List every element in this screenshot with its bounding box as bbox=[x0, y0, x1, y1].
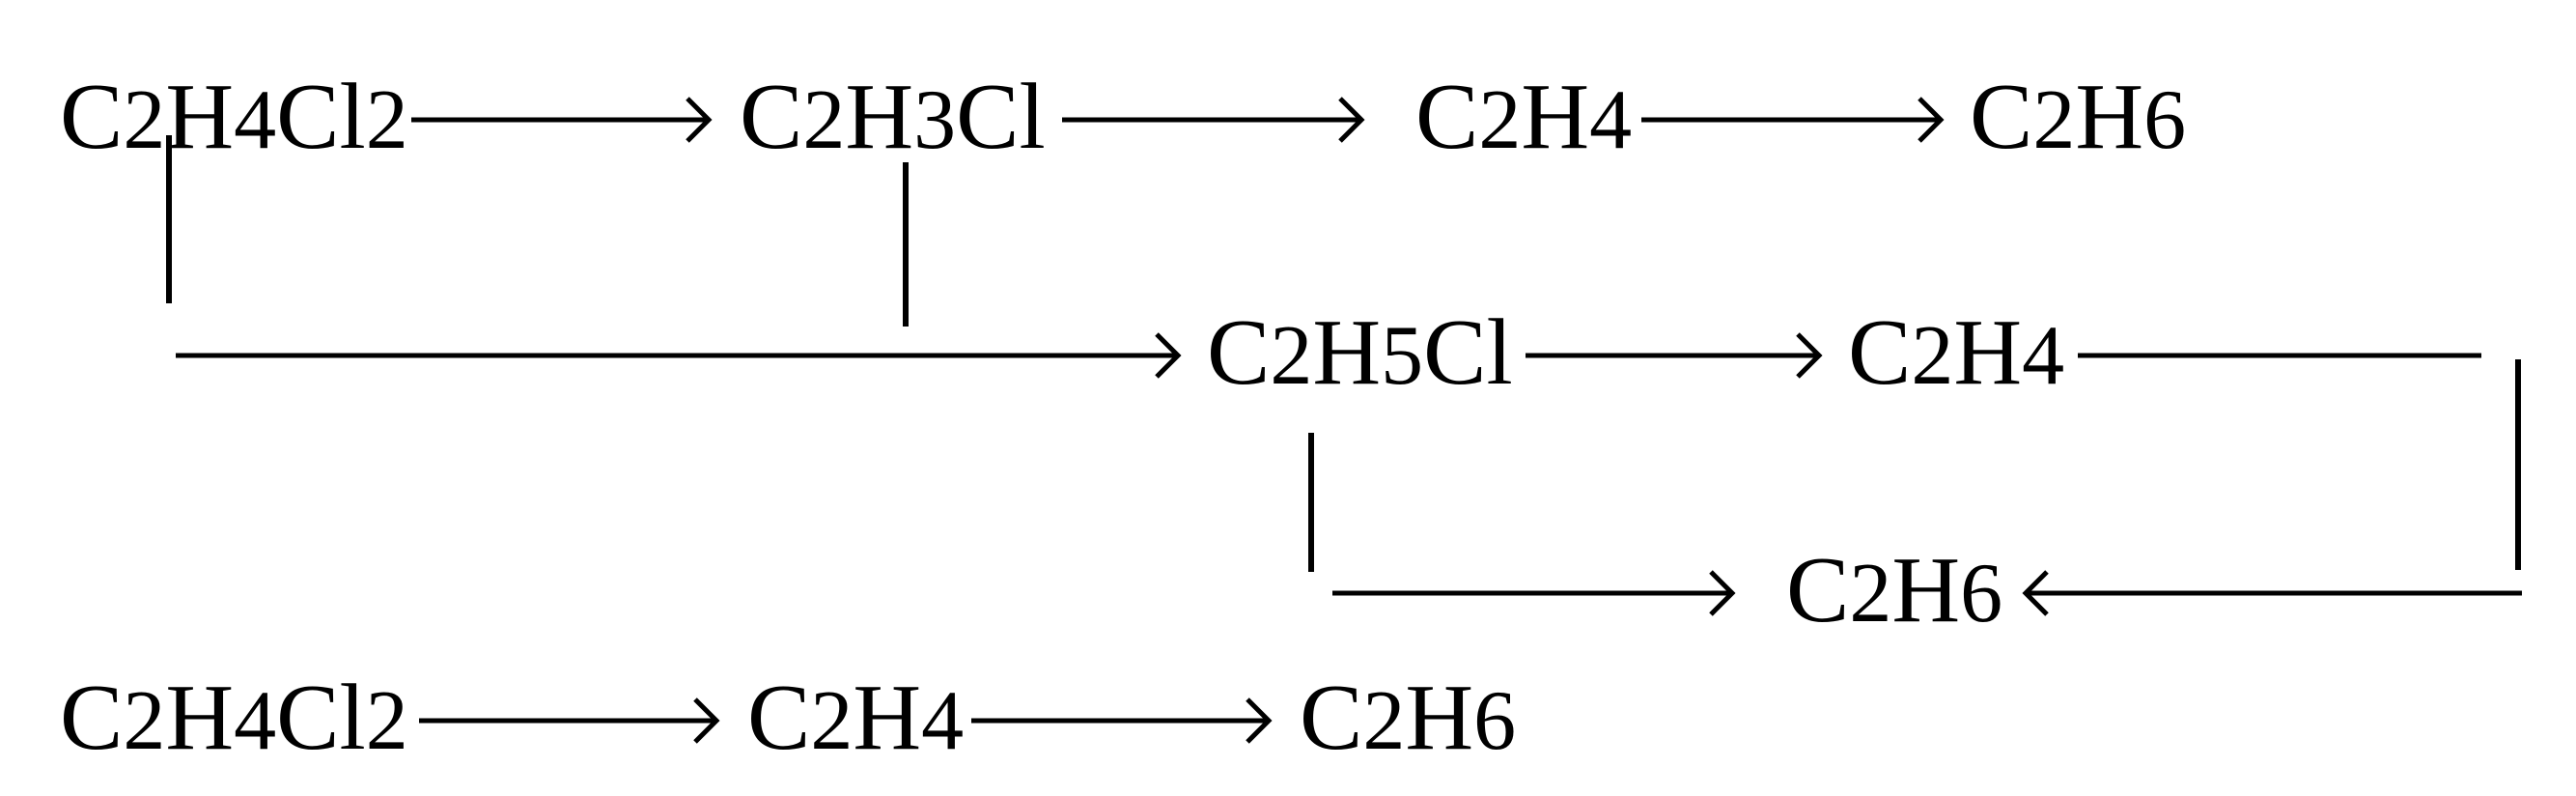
symbol: Cl bbox=[956, 65, 1046, 169]
subscript: 4 bbox=[921, 674, 965, 768]
compound-c2h6-mid: C2H6 bbox=[1786, 543, 2002, 638]
subscript: 3 bbox=[913, 73, 957, 167]
subscript: 2 bbox=[1911, 309, 1954, 403]
subscript: 2 bbox=[1362, 674, 1406, 768]
symbol: C bbox=[740, 65, 803, 169]
compound-c2h6-bottom: C2H6 bbox=[1300, 670, 1516, 765]
symbol: Cl bbox=[276, 666, 366, 770]
symbol: H bbox=[1891, 538, 1961, 642]
arrowhead bbox=[1246, 697, 1273, 744]
symbol: C bbox=[1415, 65, 1479, 169]
subscript: 5 bbox=[1381, 309, 1424, 403]
symbol: H bbox=[845, 65, 914, 169]
arrowhead bbox=[693, 697, 720, 744]
symbol: H bbox=[165, 666, 235, 770]
symbol: C bbox=[60, 666, 124, 770]
symbol: C bbox=[1207, 300, 1271, 405]
symbol: C bbox=[1970, 65, 2033, 169]
subscript: 4 bbox=[2022, 309, 2065, 403]
subscript: 2 bbox=[1270, 309, 1313, 403]
subscript: 6 bbox=[1473, 674, 1517, 768]
compound-c2h6-top: C2H6 bbox=[1970, 70, 2186, 164]
subscript: 4 bbox=[1589, 73, 1633, 167]
subscript: 6 bbox=[2143, 73, 2187, 167]
subscript: 2 bbox=[123, 674, 166, 768]
subscript: 2 bbox=[365, 674, 408, 768]
symbol: Cl bbox=[1423, 300, 1513, 405]
subscript: 6 bbox=[1960, 547, 2003, 640]
symbol: C bbox=[60, 65, 124, 169]
symbol: H bbox=[2075, 65, 2144, 169]
symbol: H bbox=[1312, 300, 1382, 405]
symbol: C bbox=[1300, 666, 1363, 770]
symbol: C bbox=[747, 666, 811, 770]
symbol: H bbox=[1521, 65, 1590, 169]
arrowhead bbox=[1155, 332, 1182, 379]
arrowhead bbox=[1796, 332, 1823, 379]
arrowhead bbox=[686, 97, 713, 143]
compound-c2h4cl2-top: C2H4Cl2 bbox=[60, 70, 408, 164]
subscript: 4 bbox=[234, 73, 277, 167]
symbol: C bbox=[1786, 538, 1850, 642]
compound-c2h4-bottom: C2H4 bbox=[747, 670, 964, 765]
arrowhead bbox=[1709, 570, 1736, 616]
subscript: 2 bbox=[123, 73, 166, 167]
symbol: H bbox=[853, 666, 922, 770]
arrowhead bbox=[2022, 570, 2049, 616]
subscript: 2 bbox=[1478, 73, 1522, 167]
subscript: 2 bbox=[365, 73, 408, 167]
compound-c2h4cl2-bottom: C2H4Cl2 bbox=[60, 670, 408, 765]
symbol: Cl bbox=[276, 65, 366, 169]
compound-c2h4-top: C2H4 bbox=[1415, 70, 1632, 164]
compound-c2h4-mid: C2H4 bbox=[1848, 305, 2064, 400]
subscript: 2 bbox=[1849, 547, 1892, 640]
arrowhead bbox=[1918, 97, 1945, 143]
symbol: H bbox=[165, 65, 235, 169]
subscript: 4 bbox=[234, 674, 277, 768]
subscript: 2 bbox=[2032, 73, 2076, 167]
subscript: 2 bbox=[802, 73, 846, 167]
arrowhead bbox=[1338, 97, 1365, 143]
symbol: H bbox=[1405, 666, 1474, 770]
compound-c2h5cl: C2H5Cl bbox=[1207, 305, 1513, 400]
subscript: 2 bbox=[810, 674, 854, 768]
symbol: H bbox=[1953, 300, 2023, 405]
compound-c2h3cl: C2H3Cl bbox=[740, 70, 1046, 164]
symbol: C bbox=[1848, 300, 1912, 405]
